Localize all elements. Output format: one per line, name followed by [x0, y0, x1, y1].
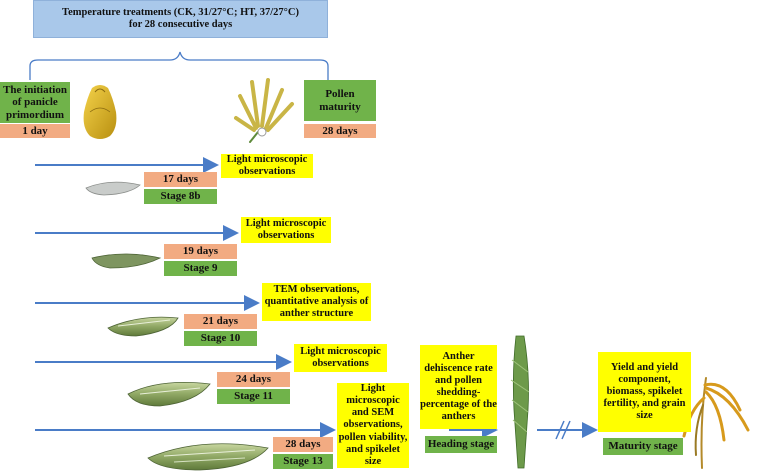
stage-row2: Stage 9 — [164, 261, 237, 276]
heading-stage-label: Heading stage — [425, 436, 497, 453]
panicle-primordium-image — [83, 85, 117, 139]
brace — [29, 51, 329, 80]
start-day: 1 day — [0, 124, 70, 138]
observation-row3: TEM observations, quantitative analysis … — [262, 283, 371, 321]
time-break-mark-2 — [561, 420, 571, 440]
observation-row1: Light microscopic observations — [221, 154, 313, 178]
stage-row3: Stage 10 — [184, 331, 257, 346]
maturity-observation: Yield and yield component, biomass, spik… — [598, 352, 691, 432]
spikelet-image-stage10 — [107, 316, 179, 337]
treatment-header: Temperature treatments (CK, 31/27°C; HT,… — [33, 0, 328, 38]
days-row1: 17 days — [144, 172, 217, 187]
spikelet-image-stage11 — [127, 381, 211, 407]
days-row3: 21 days — [184, 314, 257, 329]
days-row4: 24 days — [217, 372, 290, 387]
days-row2: 19 days — [164, 244, 237, 259]
end-label: Pollen maturity — [304, 80, 376, 121]
time-break-mark-1 — [555, 420, 565, 440]
end-day: 28 days — [304, 124, 376, 138]
mature-flower-image — [234, 78, 294, 143]
maturity-stage-label: Maturity stage — [603, 438, 683, 455]
observation-row5: Light microscopic and SEM observations, … — [337, 383, 409, 468]
observation-row2: Light microscopic observations — [241, 217, 331, 243]
maturity-panicle-image — [682, 377, 750, 469]
treatment-header-line1: Temperature treatments (CK, 31/27°C; HT,… — [62, 6, 299, 18]
treatment-header-line2: for 28 consecutive days — [128, 19, 233, 30]
spikelet-image-stage13 — [147, 443, 269, 471]
days-row5: 28 days — [273, 437, 333, 452]
stage-row5: Stage 13 — [273, 454, 333, 469]
start-label: The initiation of panicle primordium — [0, 82, 70, 123]
spikelet-image-stage9 — [91, 253, 162, 269]
stage-row4: Stage 11 — [217, 389, 290, 404]
heading-panicle-image — [510, 335, 530, 469]
heading-observation: Anther dehiscence rate and pollen sheddi… — [420, 345, 497, 429]
stage-row1: Stage 8b — [144, 189, 217, 204]
observation-row4: Light microscopic observations — [294, 344, 387, 372]
spikelet-image-stage8b — [85, 181, 141, 196]
